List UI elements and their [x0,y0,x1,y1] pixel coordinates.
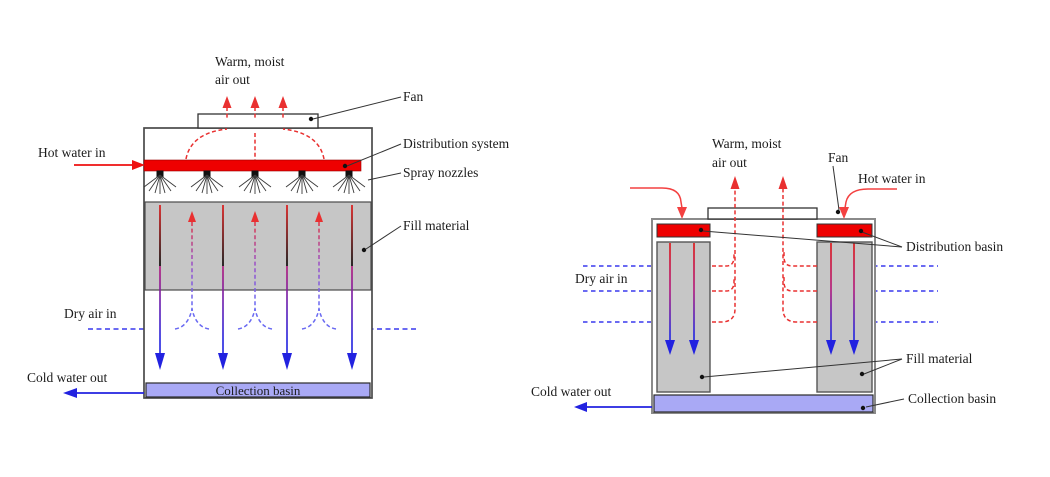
left-hot-water-in-label: Hot water in [38,145,106,160]
left-air-streams [174,211,337,330]
right-collection-basin [653,394,874,413]
left-spray-nozzles [143,170,366,194]
left-water-streams [155,205,357,370]
right-fill-left-column [656,241,711,393]
left-warm-air-arrowheads [222,96,288,108]
left-tower [63,96,418,399]
right-water-streams [665,243,859,355]
left-cold-water-out-label: Cold water out [27,370,108,385]
right-warm-moist-label-line1: Warm, moist [712,136,782,151]
left-fill-material [144,201,372,291]
left-collection-basin [145,382,371,398]
right-hot-water-in-label: Hot water in [858,171,926,186]
right-pointer-lines [702,165,905,408]
left-pointer-dots [308,116,367,253]
left-pointer-lines [312,96,402,250]
right-dry-air-in-label: Dry air in [575,271,628,286]
left-fan-label: Fan [403,89,424,104]
right-warm-air-paths [712,189,817,323]
right-tower [574,165,938,414]
right-distribution-basin-label: Distribution basin [906,239,1004,254]
left-cold-water-arrow [63,388,144,398]
right-distribution-basin-right [816,223,873,238]
right-pointer-dots [698,209,866,411]
left-fan [197,113,319,129]
left-warm-moist-label-line2: air out [215,72,250,87]
left-warm-moist-label-line1: Warm, moist [215,54,285,69]
right-distribution-basin-left [656,223,711,238]
right-collection-basin-label: Collection basin [908,391,997,406]
right-fill-right-column [816,241,873,393]
right-warm-moist-label-line2: air out [712,155,747,170]
right-warm-air-arrowheads [730,176,788,189]
right-cold-water-arrow [574,402,652,412]
left-collection-basin-label: Collection basin [215,383,301,398]
left-dry-air-in-label: Dry air in [64,306,117,321]
left-distribution-system [143,159,362,172]
right-cold-water-out-label: Cold water out [531,384,612,399]
right-fill-material-label: Fill material [906,351,973,366]
right-hot-water-arrowheads [677,207,849,219]
right-fan [707,207,818,220]
left-hot-water-arrow [74,160,145,170]
right-fan-label: Fan [828,150,849,165]
left-spray-nozzles-label: Spray nozzles [403,165,479,180]
right-hot-water-arrows [630,187,897,209]
left-fill-material-label: Fill material [403,218,470,233]
left-distribution-system-label: Distribution system [403,136,510,151]
